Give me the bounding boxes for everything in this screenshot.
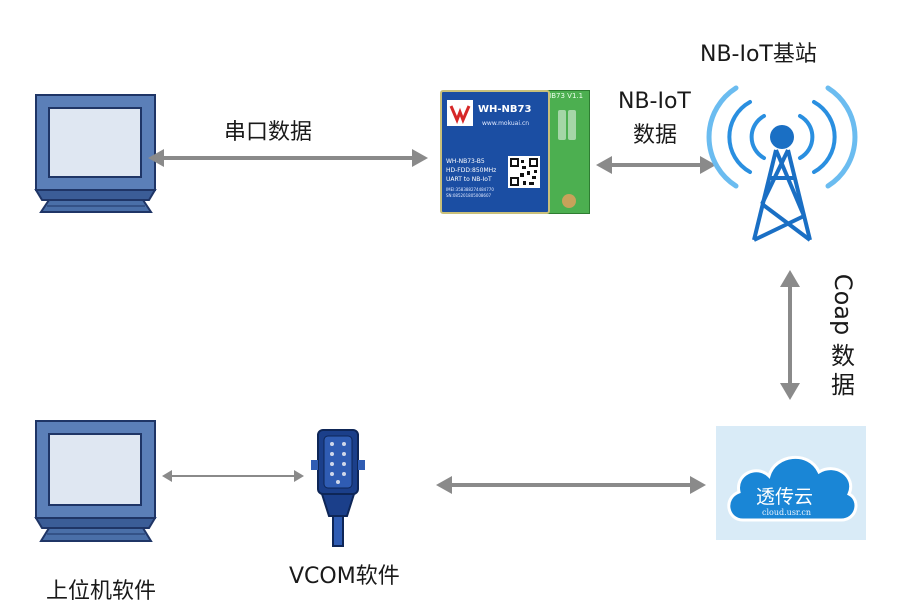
module-logo-icon (447, 100, 473, 126)
nbiot-data-label-line1: NB-IoT (618, 89, 691, 114)
module-band-line: HD-FDD:850MHz (446, 167, 497, 174)
vcom-software-label: VCOM软件 (289, 564, 400, 589)
nb73-module: NB73 V1.1 WH-NB73 www.mokuai.cn WH-NB73-… (440, 90, 590, 214)
qr-code-icon (508, 156, 540, 188)
coap-suffix-2: 据 (831, 371, 855, 399)
pcb-text: NB73 V1.1 (546, 92, 584, 100)
module-model-line: WH-NB73-B5 (446, 158, 485, 165)
module-sn-line: SN:085201805008607 (446, 193, 492, 198)
serial-data-arrow (148, 149, 428, 167)
nbiot-base-station-label: NB-IoT基站 (700, 42, 817, 67)
serial-data-label: 串口数据 (224, 120, 313, 145)
vcom-cloud-arrow (436, 476, 706, 494)
coap-prefix: Coap (829, 273, 858, 335)
cloud-name: 透传云 (756, 486, 814, 508)
cloud-icon (727, 456, 858, 522)
module-website: www.mokuai.cn (482, 120, 530, 127)
module-imei-line: IMEI:358388274484770 (446, 187, 494, 192)
pcb-antenna-pad (562, 194, 576, 208)
module-shield: WH-NB73 www.mokuai.cn WH-NB73-B5 HD-FDD:… (440, 90, 550, 214)
nbiot-data-label-line2: 数据 (633, 123, 678, 148)
coap-data-label: Coap 数 据 (826, 266, 860, 400)
computer-icon-top (34, 94, 157, 213)
pc-software-label: 上位机软件 (46, 579, 157, 604)
nbiot-tower-icon (706, 85, 858, 242)
nbiot-data-arrow (596, 156, 716, 174)
cloud-url: cloud.usr.cn (762, 508, 812, 517)
pcb-component (558, 110, 566, 140)
cloud-panel: 透传云 cloud.usr.cn (716, 426, 866, 540)
coap-data-arrow (780, 270, 800, 400)
pc-vcom-arrow (162, 470, 304, 482)
module-brand: WH-NB73 (478, 104, 532, 115)
serial-connector-icon (311, 429, 365, 547)
coap-suffix-1: 数 (831, 342, 855, 370)
computer-icon-bottom (34, 420, 157, 542)
pcb-component (568, 110, 576, 140)
module-uart-line: UART to NB-IoT (446, 176, 492, 183)
